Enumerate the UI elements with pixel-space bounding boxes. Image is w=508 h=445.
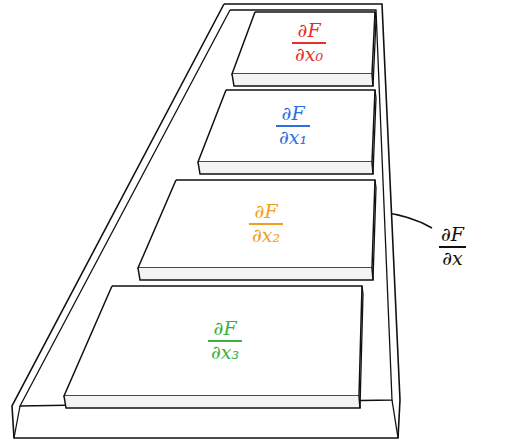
slab-edge	[373, 90, 376, 174]
slab-side-face	[198, 162, 373, 174]
fraction: ∂F∂x₀	[292, 20, 326, 66]
slab-top-face	[138, 180, 375, 268]
slab-top-face	[232, 12, 375, 74]
tray-corner	[392, 400, 398, 438]
numerator: ∂F	[438, 224, 467, 246]
fraction: ∂F∂x₁	[276, 103, 310, 149]
partial-slab: ∂F∂x₀	[232, 12, 375, 86]
numerator: ∂F	[295, 20, 324, 42]
partial-slab: ∂F∂x₂	[138, 180, 375, 280]
fraction: ∂F∂x	[438, 224, 467, 270]
vector-tray: ∂F∂x∂F∂x₀∂F∂x₁∂F∂x₂∂F∂x₃	[10, 2, 402, 442]
numerator: ∂F	[252, 201, 281, 223]
denominator: ∂x₂	[249, 223, 283, 247]
partial-slab: ∂F∂x₁	[198, 90, 375, 174]
slab-side-face	[64, 396, 360, 408]
slab-edge	[373, 180, 376, 280]
denominator: ∂x	[439, 246, 466, 270]
tray-corner	[14, 406, 20, 438]
slab-top-face	[64, 286, 362, 396]
numerator: ∂F	[211, 318, 240, 340]
denominator: ∂x₃	[208, 340, 242, 364]
fraction: ∂F∂x₂	[249, 201, 283, 247]
numerator: ∂F	[279, 103, 308, 125]
tray-outer	[12, 4, 400, 438]
slab-side-face	[232, 74, 373, 86]
slab-top-face	[198, 90, 375, 162]
denominator: ∂x₁	[276, 125, 310, 149]
denominator: ∂x₀	[292, 42, 326, 66]
slab-edge	[360, 286, 363, 408]
tray-rim	[20, 10, 392, 406]
slab-edge	[373, 12, 376, 86]
fraction: ∂F∂x₃	[208, 318, 242, 364]
slab-side-face	[138, 268, 373, 280]
partial-slab: ∂F∂x₃	[64, 286, 362, 408]
